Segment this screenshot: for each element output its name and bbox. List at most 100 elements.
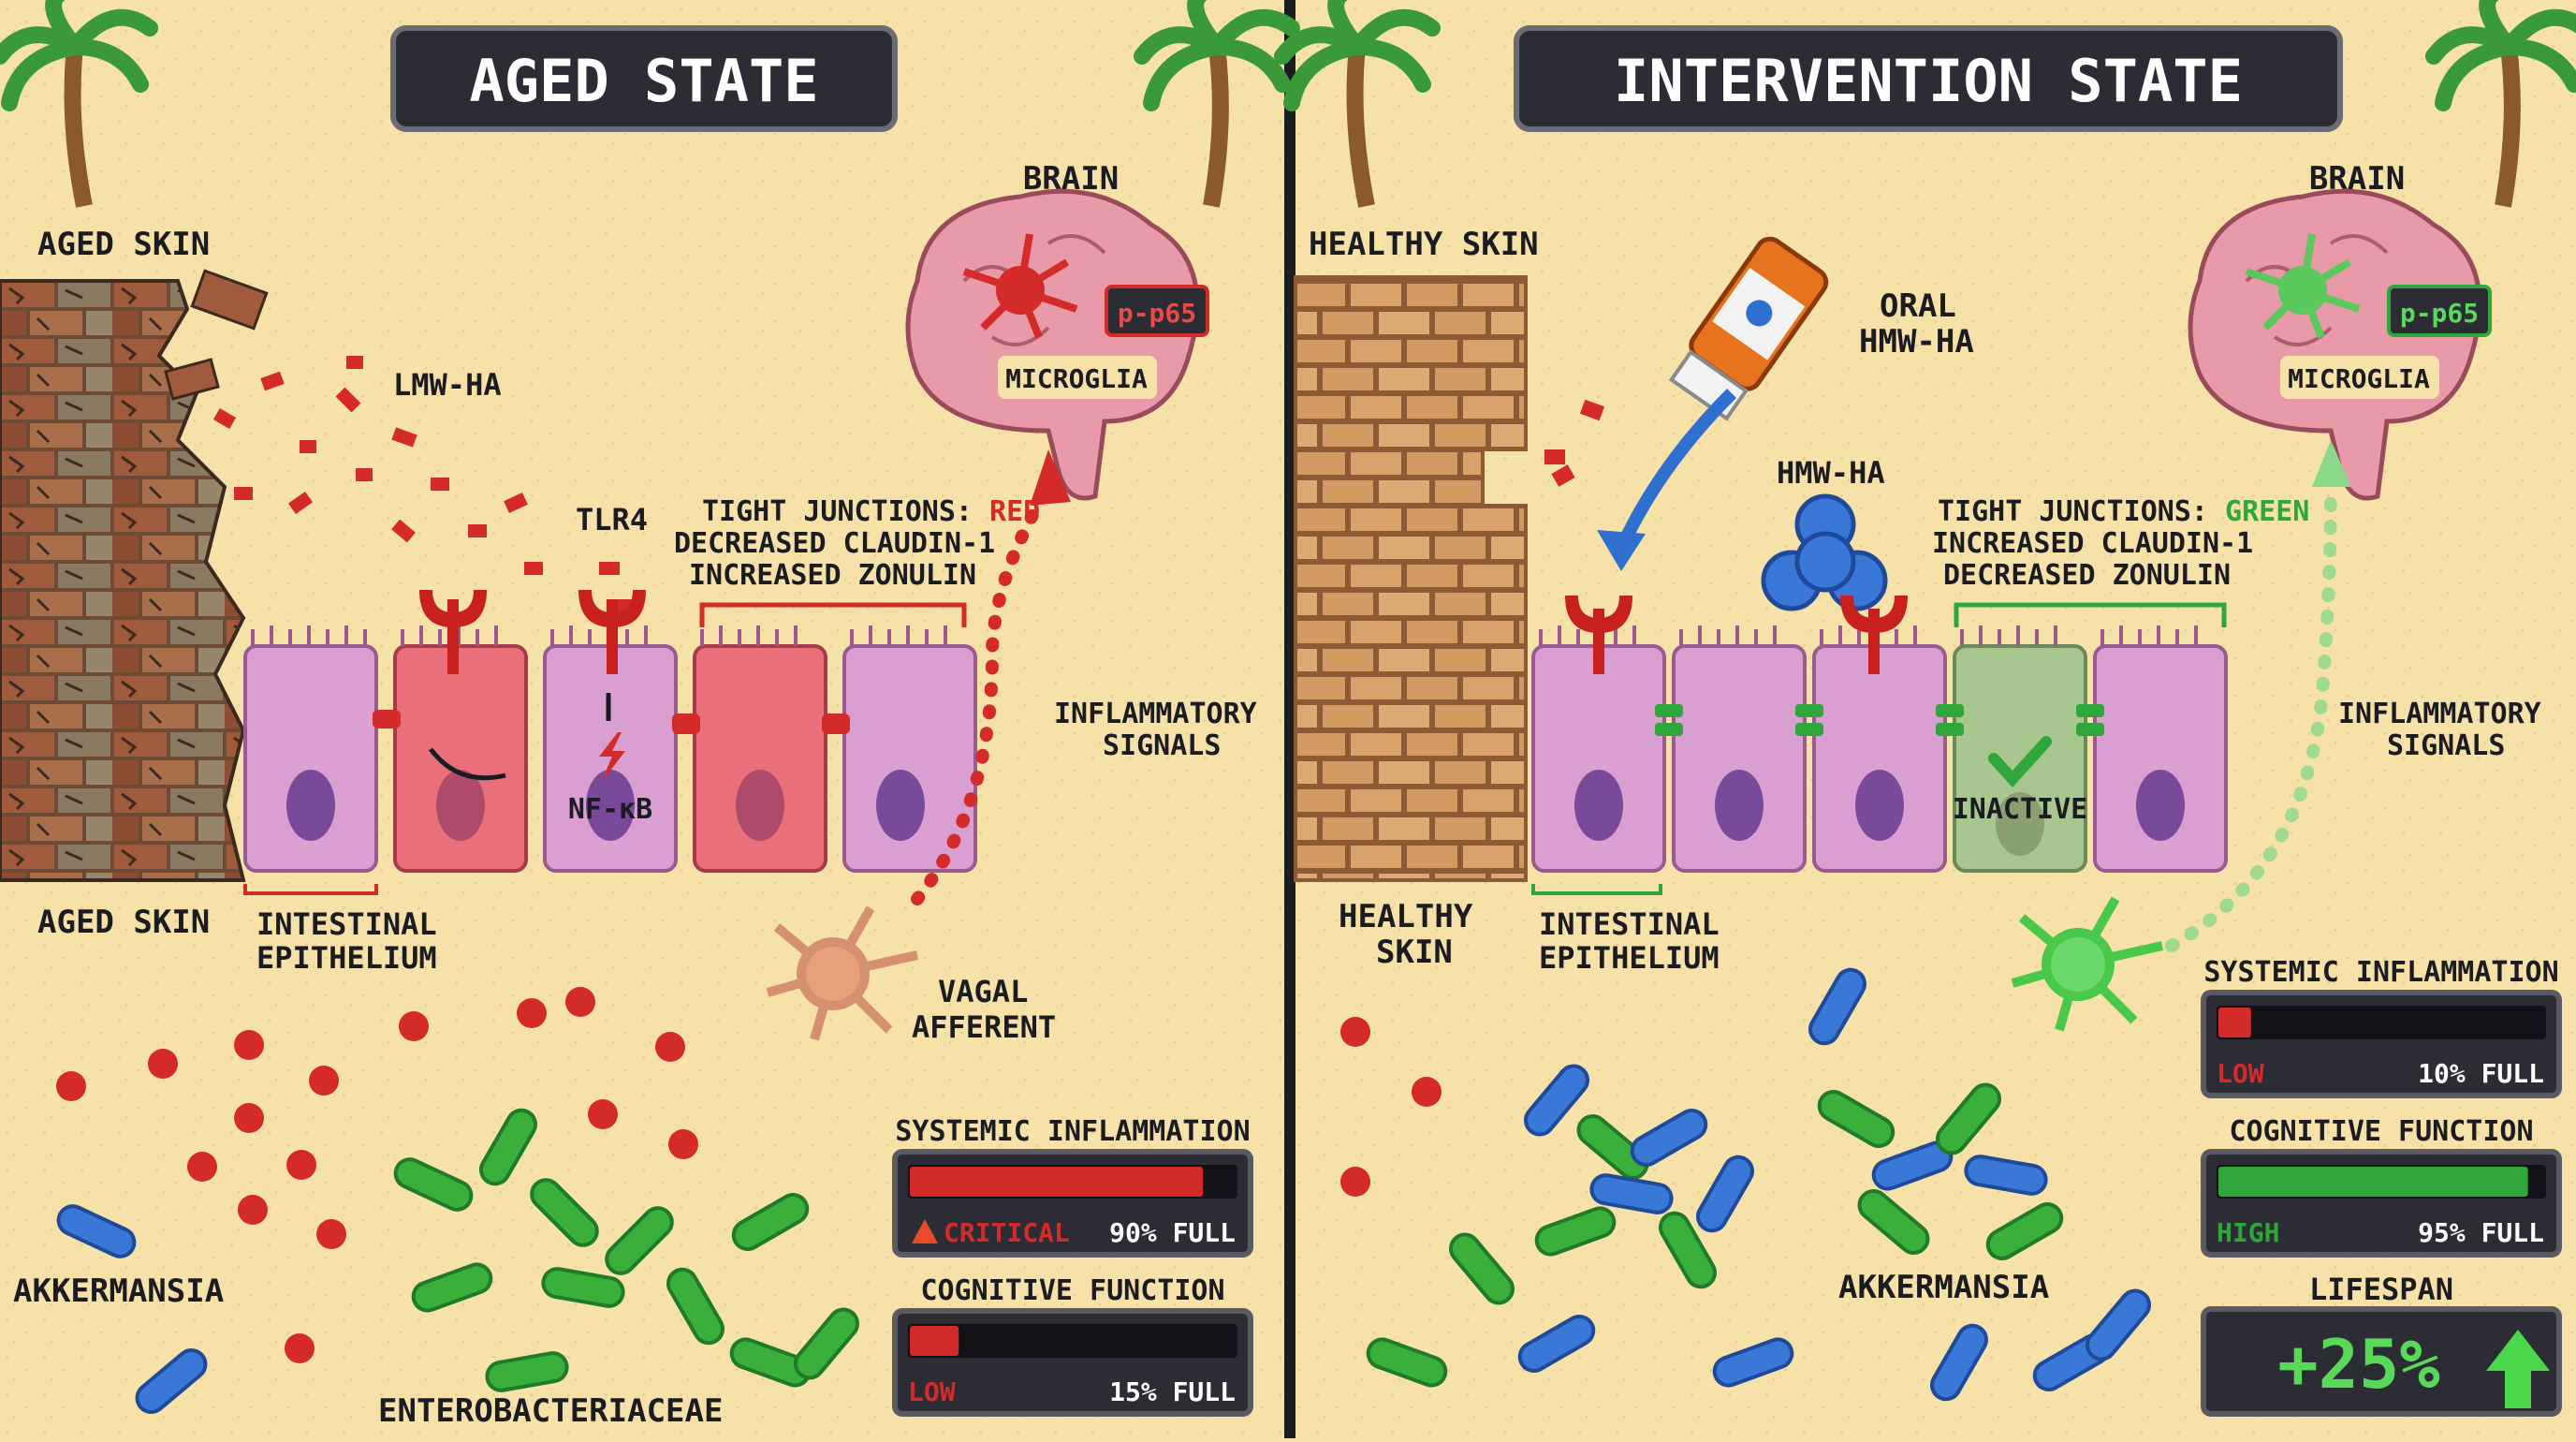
tight-junction-bracket — [1954, 602, 2227, 627]
meter-status: LOW — [908, 1376, 956, 1407]
inactive-label: INACTIVE — [1953, 793, 2088, 826]
tj-green-line2: INCREASED CLAUDIN-1 — [1932, 527, 2253, 560]
healthy-akkermansia-label: AKKERMANSIA — [1838, 1269, 2049, 1306]
epithelium-bracket — [1531, 884, 1662, 895]
intervention-panel: INTERVENTION STATE HEALTHY SKIN HEALTHY … — [1274, 0, 2576, 1417]
epithelium-bracket — [243, 884, 378, 895]
checkmark-icon — [1988, 736, 2052, 787]
lifespan-value: +25% — [2277, 1325, 2439, 1404]
epithelial-cell-inactive — [1953, 644, 2087, 873]
aged-microglia-label: MICROGLIA — [1005, 363, 1148, 394]
few-pathogen-dots — [1340, 1017, 1442, 1197]
palm-tree-icon — [2425, 0, 2576, 208]
akkermansia-aged — [56, 1204, 208, 1414]
aged-akkermansia-label: AKKERMANSIA — [13, 1273, 224, 1310]
meter-status: CRITICAL — [944, 1217, 1070, 1248]
epithelial-cell — [1672, 644, 1807, 873]
vagal-neuron-icon — [2011, 896, 2164, 1032]
falling-brick — [164, 358, 220, 401]
broken-junction — [822, 714, 850, 734]
warning-icon — [912, 1219, 938, 1243]
tj-line3: INCREASED ZONULIN — [689, 559, 976, 592]
healthy-epithelium-label-1: INTESTINAL — [1539, 906, 1720, 942]
healthy-skin-label-top: HEALTHY SKIN — [1309, 226, 1539, 263]
aged-epithelium — [243, 625, 977, 873]
aged-epithelium-label-1: INTESTINAL — [256, 906, 437, 942]
microglia-label-box — [2280, 356, 2439, 399]
dose-arrow — [1613, 389, 1736, 555]
aged-epithelium-label-2: EPITHELIUM — [256, 940, 437, 976]
enterobacteriaceae-cluster — [393, 1108, 859, 1392]
meter-status: HIGH — [2217, 1217, 2279, 1248]
pp65-badge — [1105, 285, 1209, 337]
epithelial-cell-inflamed — [693, 644, 827, 873]
tj-line1: TIGHT JUNCTIONS: RED — [702, 495, 1040, 528]
meter-track — [908, 1324, 1237, 1358]
tj-prefix: TIGHT JUNCTIONS: — [702, 495, 989, 528]
vagal-label-2: AFFERENT — [912, 1009, 1056, 1045]
epithelial-cell — [1531, 644, 1666, 873]
lifespan-title: LIFESPAN — [2309, 1272, 2453, 1307]
aged-skin-label-bottom: AGED SKIN — [37, 904, 210, 941]
residual-fragments — [1544, 399, 1605, 487]
aged-signals-label-2: SIGNALS — [1103, 729, 1221, 762]
lightning-icon — [599, 732, 625, 783]
sealed-junctions — [1655, 704, 2104, 736]
healthy-epithelium-label-2: EPITHELIUM — [1539, 940, 1720, 976]
tlr4-receptor-icon — [1565, 596, 1632, 674]
meter-status: LOW — [2217, 1058, 2264, 1089]
healthy-skin-wall — [1294, 275, 1528, 882]
tlr4-label: TLR4 — [576, 502, 648, 537]
tj-prefix: TIGHT JUNCTIONS: — [1938, 495, 2225, 528]
up-arrow-icon — [2486, 1330, 2550, 1408]
epithelial-cell — [2093, 644, 2228, 873]
pp65-label: p-p65 — [1118, 298, 1196, 329]
pathogen-dots — [56, 987, 698, 1363]
meter-value: 90% FULL — [1109, 1217, 1236, 1248]
healthy-microglia-label: MICROGLIA — [2288, 363, 2430, 394]
meter-value: 15% FULL — [1109, 1376, 1236, 1407]
microglia-icon — [962, 233, 1078, 339]
aged-brain-label: BRAIN — [1023, 160, 1119, 198]
palm-tree-icon — [0, 0, 158, 208]
oral-label-2: HMW-HA — [1859, 323, 1974, 360]
epithelial-cell — [243, 644, 378, 873]
meter-title: COGNITIVE FUNCTION — [920, 1274, 1224, 1307]
vagal-neuron-icon — [766, 905, 919, 1041]
akkermansia-healthy — [1366, 967, 2151, 1402]
tight-junction-bracket — [699, 602, 967, 627]
tlr4-receptor-icon — [419, 590, 487, 674]
palm-tree-icon — [1134, 0, 1300, 208]
healthy-pp65-label: p-p65 — [2400, 298, 2479, 329]
enterobacteriaceae-label: ENTEROBACTERIACEAE — [378, 1392, 723, 1430]
aged-panel: AGED STATE AGED SKIN AGED SKIN LMW-HA — [0, 0, 1300, 1430]
epithelial-cell-inflamed — [393, 644, 528, 873]
aged-title: AGED STATE — [469, 47, 818, 115]
hmw-ha-molecule-icon — [1761, 493, 1888, 611]
broken-junction — [672, 714, 700, 734]
aged-skin-wall — [0, 279, 246, 882]
intervention-title-box — [1514, 25, 2343, 132]
vagal-label-1: VAGAL — [938, 974, 1028, 1009]
meter-fill — [2218, 1167, 2528, 1197]
meter-fill — [910, 1326, 959, 1356]
signal-arrow — [429, 747, 506, 781]
meter-track — [2217, 1006, 2546, 1039]
nfkb-label: NF-κB — [568, 793, 652, 826]
tlr4-receptor-icon — [1840, 596, 1908, 674]
healthy-brain-label: BRAIN — [2309, 160, 2405, 198]
panel-divider — [1284, 0, 1295, 1438]
aged-title-box — [390, 25, 898, 132]
meter-title: SYSTEMIC INFLAMMATION — [895, 1115, 1250, 1148]
healthy-skin-label-bottom-1: HEALTHY — [1339, 898, 1473, 935]
up-arrow-icon — [2312, 440, 2351, 487]
tlr4-receptor-icon — [578, 590, 646, 674]
aged-skin-label-top: AGED SKIN — [37, 226, 210, 263]
aged-brain — [905, 188, 1200, 501]
healthy-signals-label-1: INFLAMMATORY — [2338, 698, 2541, 730]
epithelial-cell — [1812, 644, 1947, 873]
oral-label-1: ORAL — [1880, 287, 1956, 325]
dose-arrow-head — [1597, 530, 1646, 571]
